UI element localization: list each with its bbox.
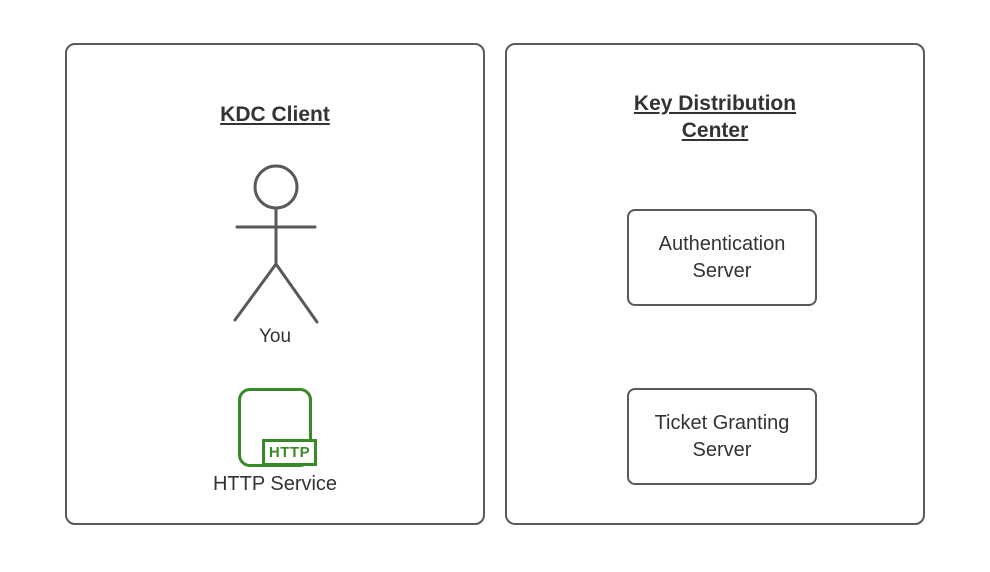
http-service-label: HTTP Service (212, 473, 338, 495)
authentication-server-node: Authentication Server (627, 209, 817, 306)
http-badge: HTTP (262, 439, 317, 466)
actor-label: You (258, 326, 292, 347)
person-icon (233, 164, 319, 324)
kdc-client-panel: KDC Client You HTTP HTTP Service (65, 43, 485, 525)
ticket-granting-server-node: Ticket Granting Server (627, 388, 817, 485)
key-distribution-center-title: Key Distribution Center (633, 92, 797, 142)
key-distribution-center-panel: Key Distribution Center Authentication S… (505, 43, 925, 525)
kdc-client-title: KDC Client (220, 103, 330, 126)
http-service-icon: HTTP (238, 388, 318, 468)
